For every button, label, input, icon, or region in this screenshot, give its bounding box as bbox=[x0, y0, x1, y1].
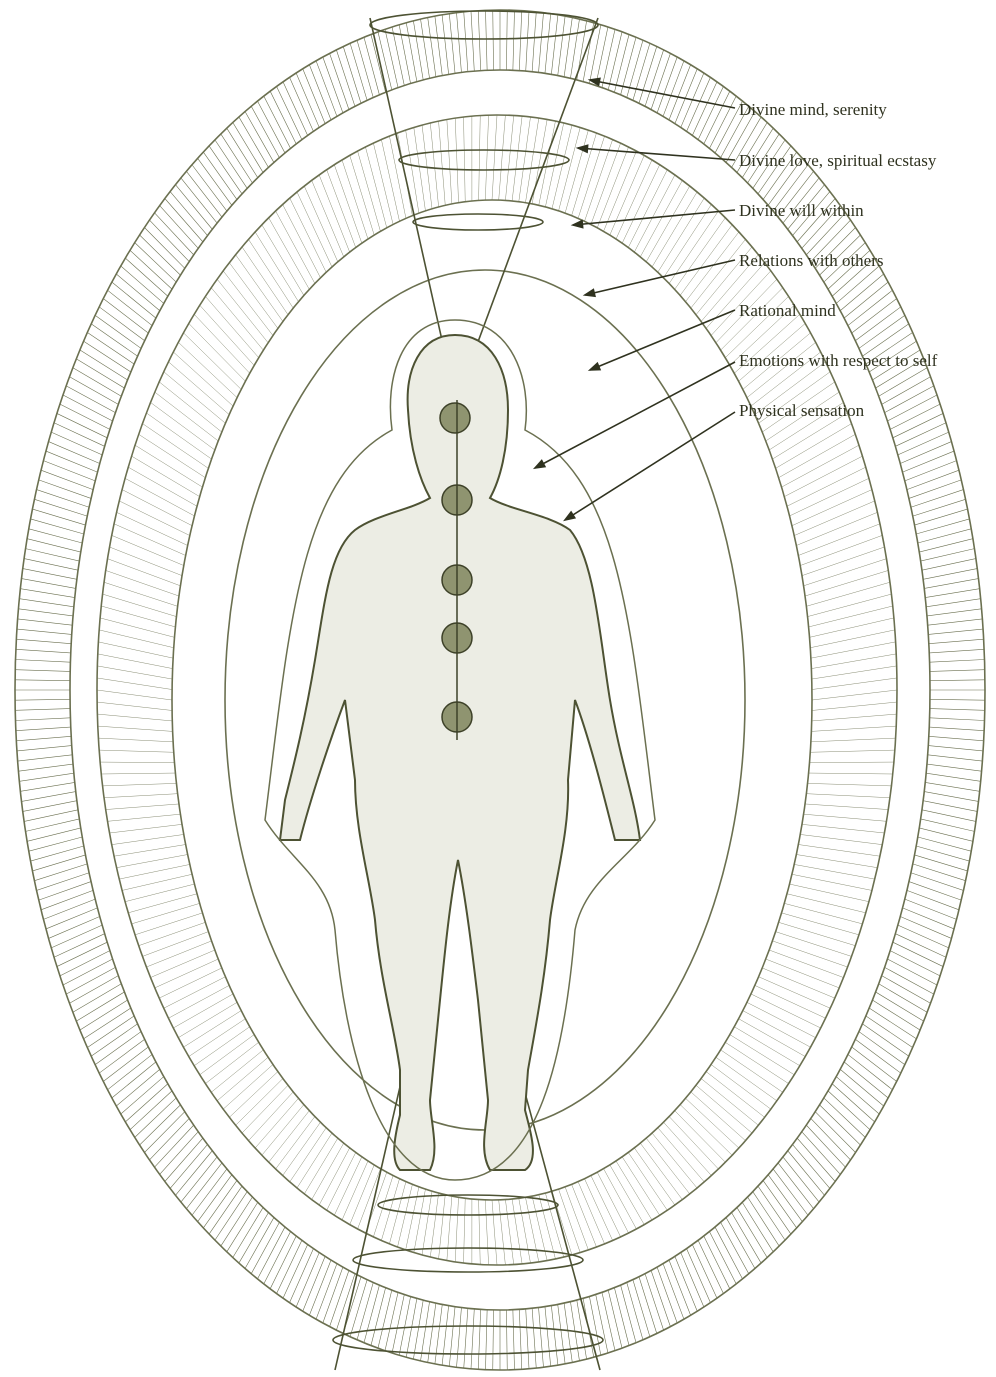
arrow-line bbox=[564, 411, 736, 521]
arrowhead bbox=[563, 510, 577, 522]
arrowhead bbox=[575, 144, 589, 154]
arrowhead bbox=[582, 288, 596, 298]
arrowhead bbox=[532, 459, 547, 470]
label-divine-love: Divine love, spiritual ecstasy bbox=[739, 151, 937, 170]
arrow-line bbox=[589, 309, 736, 371]
arrow-line bbox=[577, 147, 736, 161]
arrowhead bbox=[587, 77, 601, 87]
chakras bbox=[439, 402, 473, 733]
label-rational-mind: Rational mind bbox=[739, 301, 836, 320]
arrow-line bbox=[534, 361, 736, 469]
arrow-line bbox=[572, 209, 736, 226]
label-relations: Relations with others bbox=[739, 251, 884, 270]
arrowhead bbox=[587, 361, 602, 371]
cone-of-light-bottom bbox=[332, 859, 604, 1371]
label-divine-will: Divine will within bbox=[739, 201, 864, 220]
label-emotions-self: Emotions with respect to self bbox=[739, 351, 938, 370]
physical-body-outline bbox=[278, 333, 642, 1171]
cone-of-light-top bbox=[369, 10, 599, 386]
label-arrows bbox=[532, 77, 736, 522]
label-physical-sensation: Physical sensation bbox=[739, 401, 865, 420]
etheric-glow bbox=[264, 319, 656, 1181]
chakra-1 bbox=[439, 402, 471, 434]
label-divine-mind: Divine mind, serenity bbox=[739, 100, 887, 119]
aura-hatching bbox=[15, 10, 985, 1370]
arrowhead bbox=[570, 219, 584, 229]
arrow-line bbox=[584, 259, 736, 296]
arrow-line bbox=[589, 79, 736, 109]
